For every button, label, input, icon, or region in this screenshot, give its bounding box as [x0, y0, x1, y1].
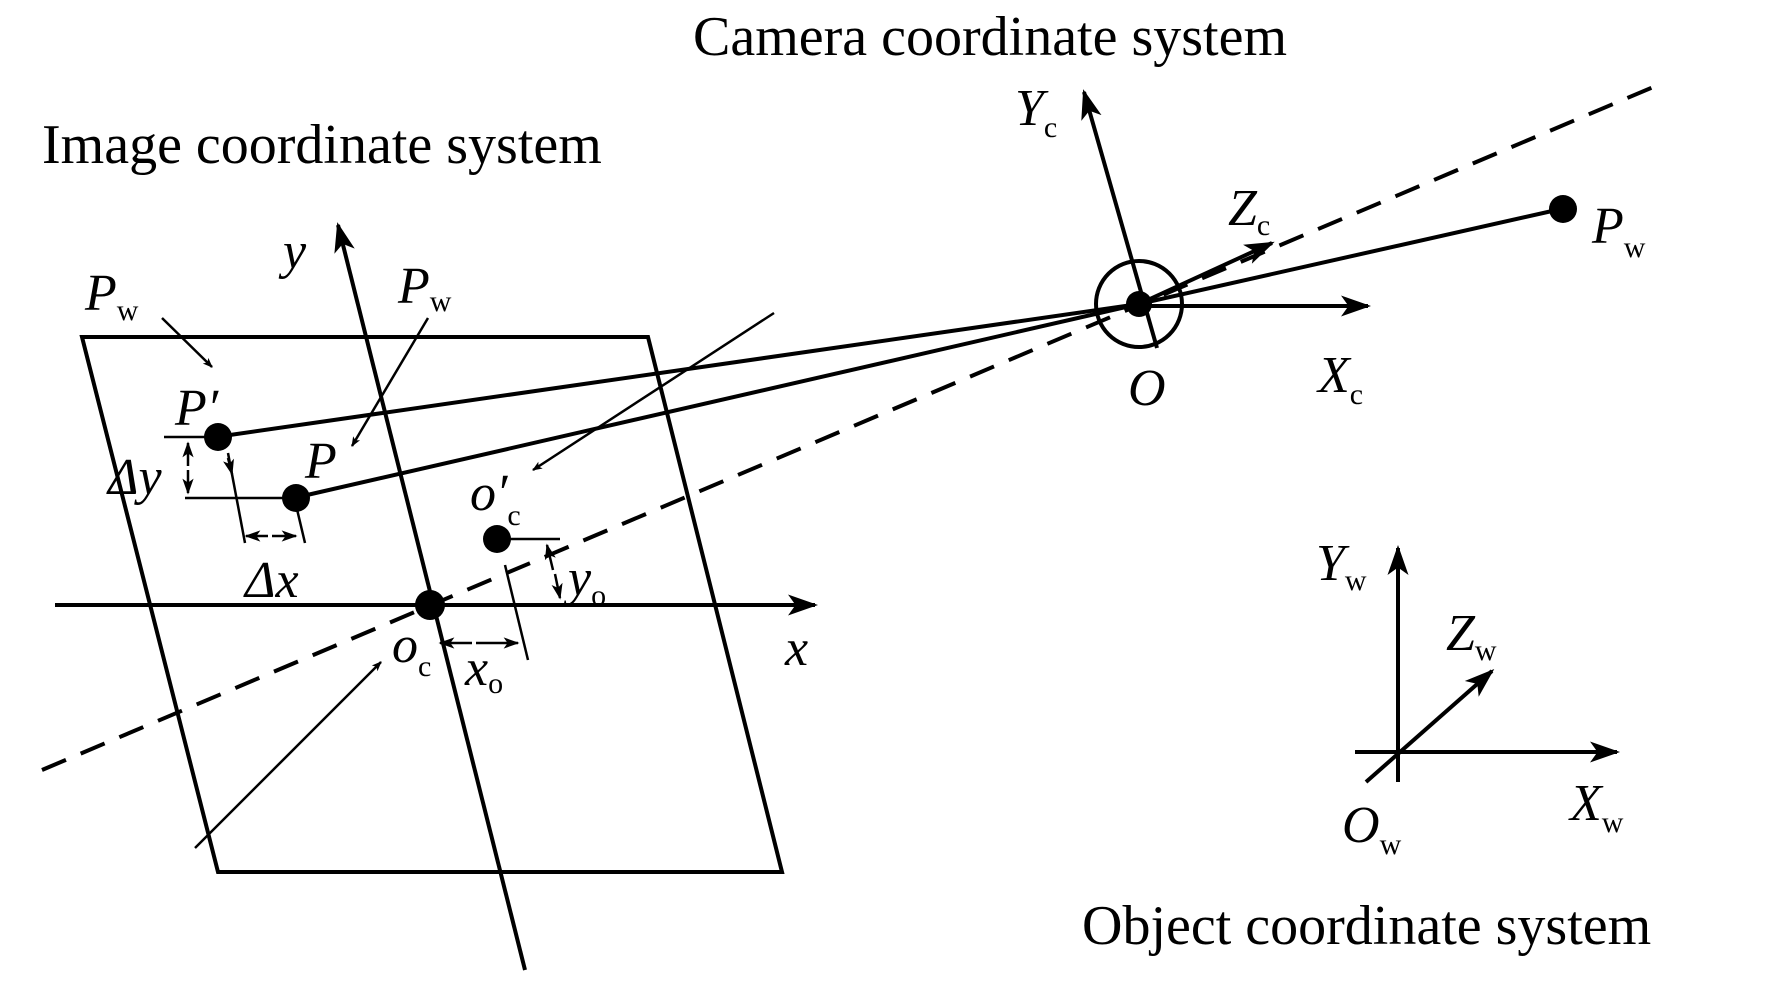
- camera-zc-axis: [1138, 241, 1275, 306]
- delta-x-right-tick: [294, 504, 307, 544]
- p-prime-point: [204, 423, 232, 451]
- label-p-prime: P′: [174, 380, 220, 437]
- ray-p: [293, 302, 1140, 500]
- object-zw-axis: [1364, 669, 1495, 784]
- label-yw: Yw: [1316, 535, 1367, 597]
- oc-prime-point: [483, 525, 511, 553]
- oc-pointer: [194, 661, 382, 849]
- label-zc: Zc: [1228, 180, 1270, 242]
- label-oc-prime: o′c: [470, 465, 521, 532]
- oc-prime-pointer: [532, 311, 775, 472]
- object-system-title: Object coordinate system: [1082, 895, 1651, 957]
- pw-left1-pointer: [161, 317, 213, 368]
- yo-arrow-down: [551, 573, 563, 600]
- label-o-camera: O: [1128, 360, 1166, 417]
- ray-p-prime: [215, 302, 1140, 439]
- camera-center-dot: [1126, 291, 1152, 317]
- label-pw-right: Pw: [1591, 198, 1646, 264]
- label-yo: yo: [563, 550, 606, 612]
- label-xc: Xc: [1316, 347, 1363, 411]
- label-pw-left1: Pw: [84, 265, 139, 327]
- label-yc: Yc: [1015, 80, 1057, 144]
- label-ow: Ow: [1342, 797, 1402, 861]
- label-xo: xo: [464, 640, 503, 700]
- image-system-title: Image coordinate system: [42, 114, 602, 176]
- image-plane: [79, 335, 785, 874]
- label-delta-x: Δx: [243, 552, 299, 609]
- label-xw: Xw: [1568, 775, 1624, 839]
- label-x-axis: x: [784, 620, 808, 677]
- xo-right-tick: [503, 564, 530, 661]
- label-zw: Zw: [1446, 605, 1497, 667]
- label-oc: oc: [392, 617, 431, 683]
- p-point: [282, 484, 310, 512]
- pw-point: [1549, 195, 1577, 223]
- label-pw-left2: Pw: [397, 258, 452, 318]
- ray-to-pw: [1138, 207, 1562, 306]
- label-y-axis: y: [278, 223, 307, 280]
- label-p: P: [304, 433, 337, 490]
- yo-arrow-up: [544, 543, 556, 571]
- oc-origin-point: [415, 590, 445, 620]
- pw-left2-pointer: [350, 317, 430, 447]
- p-prime-small-arrow: [223, 457, 234, 476]
- camera-system-title: Camera coordinate system: [693, 6, 1287, 68]
- label-delta-y: Δy: [106, 449, 163, 506]
